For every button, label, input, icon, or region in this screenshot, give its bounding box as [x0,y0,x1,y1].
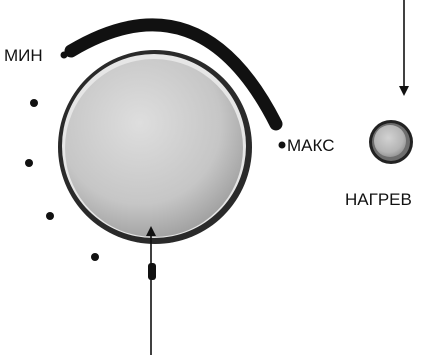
min-label: МИН [4,46,43,65]
min-marker-dot [61,52,68,59]
max-label: МАКС [287,136,335,155]
scale-dot [46,212,54,220]
scale-dot [91,253,99,261]
max-marker-dot [279,142,286,149]
lamp-pointer-arrow [399,0,409,96]
indicator-lamp-icon [369,120,413,164]
scale-dot [30,99,38,107]
off-position-marker [148,263,156,280]
rotary-knob-icon[interactable] [58,50,252,244]
knob-pointer-arrow [146,226,156,355]
indicator-label: НАГРЕВ [345,190,412,209]
scale-dot [25,159,33,167]
